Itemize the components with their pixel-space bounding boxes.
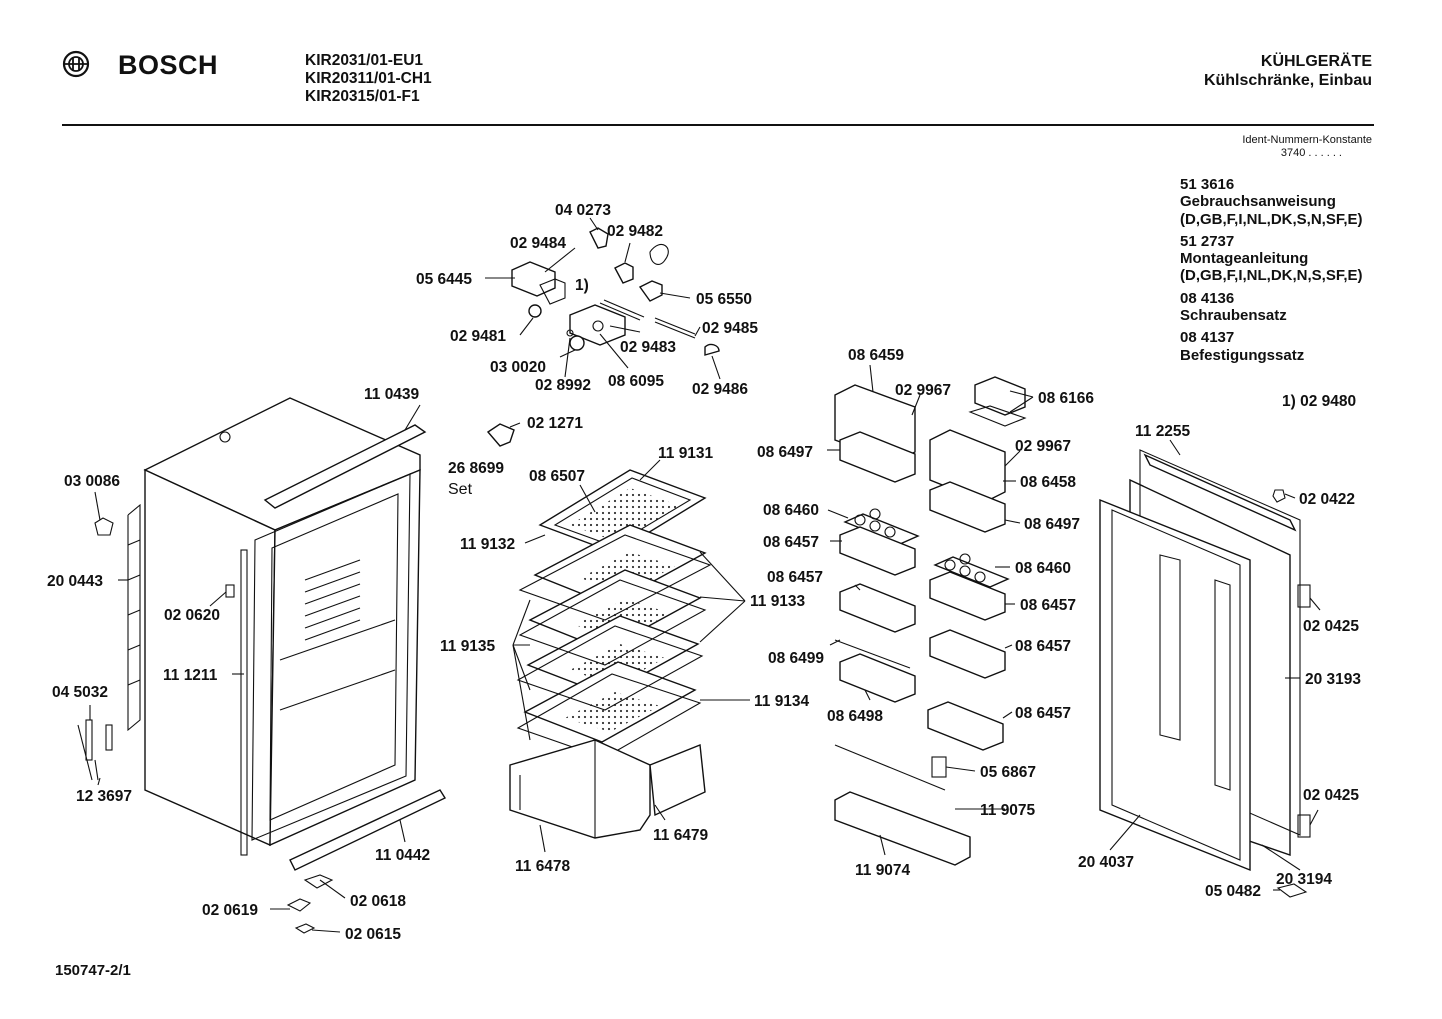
part-label: 11 9131 bbox=[658, 445, 714, 462]
part-label: 08 6498 bbox=[827, 708, 883, 725]
part-label: 02 8992 bbox=[535, 377, 591, 394]
part-label: 02 9481 bbox=[450, 328, 506, 345]
part-label: 26 8699 bbox=[448, 460, 504, 477]
part-label: 02 0425 bbox=[1303, 618, 1359, 635]
part-label: 1) bbox=[575, 277, 589, 294]
part-label: 05 6867 bbox=[980, 764, 1036, 781]
part-label: 08 6457 bbox=[763, 534, 819, 551]
part-label: 08 6497 bbox=[757, 444, 813, 461]
part-label: 11 9133 bbox=[750, 593, 806, 610]
part-label: 08 6095 bbox=[608, 373, 664, 390]
part-label: 11 9132 bbox=[460, 536, 515, 553]
part-label: 02 9483 bbox=[620, 339, 676, 356]
document-list: 51 3616 Gebrauchsanweisung (D,GB,F,I,NL,… bbox=[1180, 176, 1363, 364]
part-label: 20 0443 bbox=[47, 573, 103, 590]
part-label: 04 0273 bbox=[555, 202, 611, 219]
part-label: 02 0620 bbox=[164, 607, 220, 624]
doc-title: Befestigungssatz bbox=[1180, 346, 1305, 364]
part-label: 11 9135 bbox=[440, 638, 496, 655]
glass-shelves bbox=[516, 469, 712, 759]
model-list: KIR2031/01-EU1 KIR20311/01-CH1 KIR20315/… bbox=[305, 52, 432, 106]
part-label: 02 0618 bbox=[350, 893, 406, 910]
part-label: 05 0482 bbox=[1205, 883, 1261, 900]
cabinet-body bbox=[77, 397, 447, 934]
door-bins bbox=[834, 376, 1027, 866]
part-label: 11 9075 bbox=[980, 802, 1036, 819]
part-label: 11 2255 bbox=[1135, 423, 1191, 440]
part-labels: 04 0273 02 9484 02 9482 05 6445 1) 05 65… bbox=[47, 202, 1361, 943]
doc-title: Montageanleitung bbox=[1180, 250, 1309, 268]
category-block: KÜHLGERÄTE Kühlschränke, Einbau bbox=[1204, 52, 1372, 90]
part-label: 02 0422 bbox=[1299, 491, 1355, 508]
part-label: 08 6497 bbox=[1024, 516, 1080, 533]
doc-title: Schraubensatz bbox=[1180, 307, 1287, 325]
part-label: 08 6460 bbox=[763, 502, 819, 519]
doc-title: Gebrauchsanweisung bbox=[1180, 193, 1336, 211]
doc-number: 51 2737 bbox=[1180, 232, 1235, 250]
footnote: 1) 02 9480 bbox=[1282, 393, 1357, 410]
part-label: 20 4037 bbox=[1078, 854, 1134, 871]
ident-value: 3740 . . . . . . bbox=[1280, 147, 1342, 159]
header-divider bbox=[62, 124, 1374, 126]
part-label: 02 9484 bbox=[510, 235, 566, 252]
category-subtitle: Kühlschränke, Einbau bbox=[1203, 72, 1372, 89]
leader-lines bbox=[89, 217, 1321, 933]
part-label: 08 6460 bbox=[1015, 560, 1071, 577]
part-label: 02 9485 bbox=[702, 320, 758, 337]
part-label: 05 6445 bbox=[416, 271, 472, 288]
part-label: 02 1271 bbox=[527, 415, 583, 432]
part-label: 11 1211 bbox=[163, 667, 218, 684]
ident-label: Ident-Nummern-Konstante bbox=[1242, 134, 1372, 146]
brand-name: BOSCH bbox=[118, 50, 219, 80]
category-title: KÜHLGERÄTE bbox=[1260, 53, 1372, 70]
part-label: 03 0020 bbox=[490, 359, 546, 376]
part-label: 08 6457 bbox=[1015, 705, 1071, 722]
model-number: KIR20311/01-CH1 bbox=[305, 70, 432, 87]
part-label: 08 6166 bbox=[1038, 390, 1094, 407]
drawing-number: 150747-2/1 bbox=[55, 962, 131, 979]
thermostat-assembly bbox=[486, 227, 720, 447]
part-label: 08 6457 bbox=[767, 569, 823, 586]
part-label: 08 6507 bbox=[529, 468, 585, 485]
part-label: Set bbox=[448, 481, 473, 498]
part-label: 03 0086 bbox=[64, 473, 120, 490]
part-label: 04 5032 bbox=[52, 684, 108, 701]
part-label: 02 9482 bbox=[607, 223, 663, 240]
part-label: 02 0619 bbox=[202, 902, 258, 919]
part-label: 02 0425 bbox=[1303, 787, 1359, 804]
doc-number: 08 4136 bbox=[1180, 289, 1235, 307]
model-number: KIR20315/01-F1 bbox=[305, 88, 420, 105]
part-label: 08 6457 bbox=[1020, 597, 1076, 614]
part-label: 08 6499 bbox=[768, 650, 824, 667]
bosch-logo-icon bbox=[62, 50, 90, 78]
part-label: 08 6459 bbox=[848, 347, 904, 364]
doc-languages: (D,GB,F,I,NL,DK,S,N,SF,E) bbox=[1180, 210, 1363, 228]
part-label: 05 6550 bbox=[696, 291, 752, 308]
part-label: 08 6458 bbox=[1020, 474, 1076, 491]
part-label: 02 9967 bbox=[895, 382, 951, 399]
ident-constant: Ident-Nummern-Konstante 3740 . . . . . . bbox=[1242, 134, 1372, 160]
part-label: 02 9967 bbox=[1015, 438, 1071, 455]
part-label: 20 3194 bbox=[1276, 871, 1332, 888]
doc-number: 08 4137 bbox=[1180, 329, 1235, 347]
part-label: 11 6478 bbox=[515, 858, 571, 875]
part-label: 12 3697 bbox=[76, 788, 132, 805]
model-number: KIR2031/01-EU1 bbox=[305, 52, 424, 69]
part-label: 20 3193 bbox=[1305, 671, 1361, 688]
part-label: 11 0442 bbox=[375, 847, 430, 864]
part-label: 11 9074 bbox=[855, 862, 911, 879]
door-assembly bbox=[1099, 449, 1311, 898]
part-label: 11 0439 bbox=[364, 386, 420, 403]
part-label: 02 0615 bbox=[345, 926, 401, 943]
crisper-drawers bbox=[509, 739, 706, 839]
doc-languages: (D,GB,F,I,NL,DK,N,S,SF,E) bbox=[1180, 267, 1363, 285]
part-label: 11 6479 bbox=[653, 827, 709, 844]
part-label: 02 9486 bbox=[692, 381, 748, 398]
part-label: 08 6457 bbox=[1015, 638, 1071, 655]
doc-number: 51 3616 bbox=[1180, 176, 1235, 193]
part-label: 11 9134 bbox=[754, 693, 810, 710]
